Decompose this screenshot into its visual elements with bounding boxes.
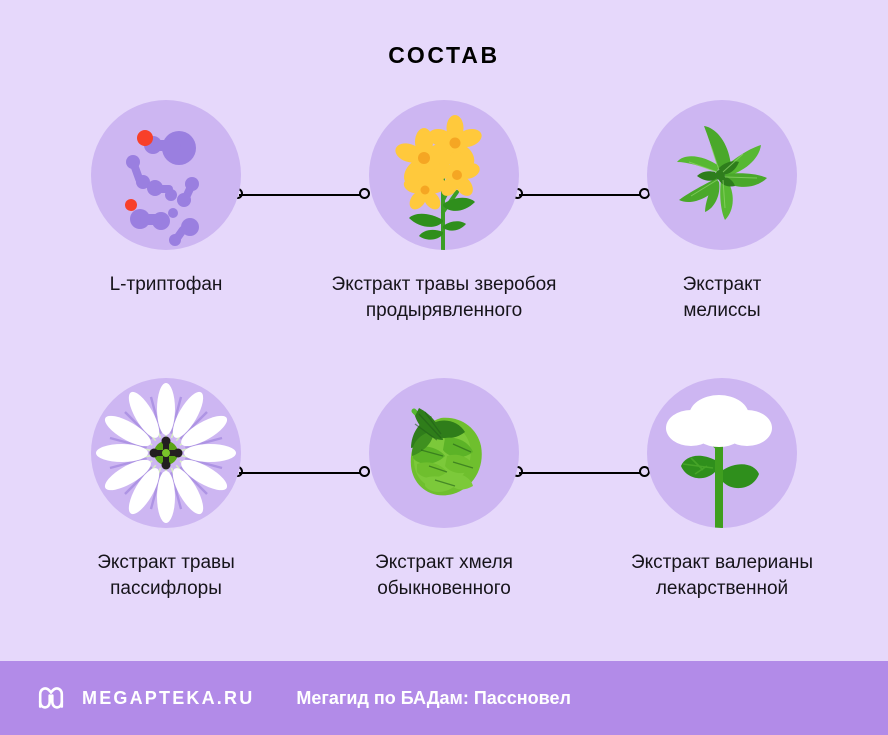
ingredient-item-5[interactable]: Экстракт хмеля обыкновенного bbox=[296, 378, 592, 602]
connector-line bbox=[519, 472, 643, 474]
hop-cone-icon bbox=[410, 408, 482, 496]
ingredient-label: Экстракт травы пассифлоры bbox=[97, 552, 235, 599]
ingredient-label: L-триптофан bbox=[109, 274, 223, 295]
passionflower-center-icon bbox=[149, 436, 183, 470]
flower-blossom-group bbox=[395, 115, 482, 210]
footer-bar: MEGAPTEKA.RU Мегагид по БАДам: Пассновел bbox=[0, 661, 888, 735]
molecule-highlight-dot-icon bbox=[125, 199, 137, 211]
ingredients-row-1: L-триптофан bbox=[0, 100, 888, 378]
ingredient-label: Экстракт валерианы лекарственной bbox=[630, 552, 814, 599]
ingredients-row-2: Экстракт травы пассифлоры bbox=[0, 378, 888, 656]
valerian-flower-icon bbox=[666, 395, 772, 528]
ingredient-icon-circle bbox=[91, 100, 241, 250]
page-title: СОСТАВ bbox=[388, 42, 500, 68]
connector-knob-icon bbox=[359, 188, 370, 199]
molecule-icon bbox=[125, 130, 199, 246]
connector-line bbox=[239, 194, 363, 196]
ingredient-item-4[interactable]: Экстракт травы пассифлоры bbox=[18, 378, 314, 602]
ingredient-item-3[interactable]: Экстракт мелиссы bbox=[574, 100, 870, 324]
connector-line bbox=[239, 472, 363, 474]
connector-line bbox=[519, 194, 643, 196]
st-johns-wort-flower-icon bbox=[395, 115, 482, 250]
ingredient-icon-circle bbox=[369, 100, 519, 250]
passionflower-icon bbox=[96, 383, 236, 523]
brand-name[interactable]: MEGAPTEKA.RU bbox=[82, 687, 255, 708]
ingredient-icon-circle bbox=[91, 378, 241, 528]
ingredient-item-1[interactable]: L-триптофан bbox=[18, 100, 314, 298]
footer-tagline: Мегагид по БАДам: Пассновел bbox=[296, 687, 571, 708]
ingredient-item-2[interactable]: Экстракт травы зверобоя продырявленного bbox=[296, 100, 592, 324]
ingredient-label: Экстракт хмеля обыкновенного bbox=[375, 552, 513, 599]
megapteka-m-logo-icon[interactable] bbox=[36, 683, 66, 713]
connector-knob-icon bbox=[359, 466, 370, 477]
ingredient-item-6[interactable]: Экстракт валерианы лекарственной bbox=[574, 378, 870, 602]
valerian-blossom-cluster bbox=[666, 395, 772, 447]
ingredient-label: Экстракт мелиссы bbox=[682, 274, 762, 321]
molecule-highlight-dot-icon bbox=[137, 130, 153, 146]
ingredient-icon-circle bbox=[369, 378, 519, 528]
ingredient-icon-circle bbox=[647, 378, 797, 528]
ingredient-label: Экстракт травы зверобоя продырявленного bbox=[331, 274, 557, 321]
ingredients-grid: L-триптофан bbox=[0, 100, 888, 656]
lemon-balm-leaves-icon bbox=[677, 126, 767, 220]
ingredient-icon-circle bbox=[647, 100, 797, 250]
